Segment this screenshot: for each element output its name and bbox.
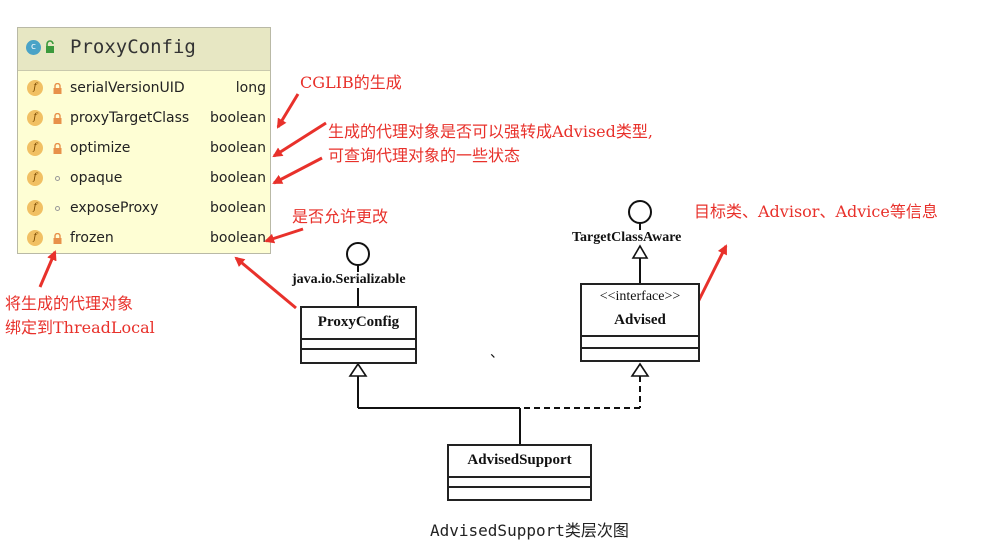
advised-stereotype: <<interface>> (599, 289, 681, 304)
note-threadlocal-line1: 将生成的代理对象 (5, 294, 134, 313)
field-name: serialVersionUID (70, 80, 185, 96)
field-row[interactable]: f frozen boolean (18, 224, 270, 254)
field-name: exposeProxy (70, 200, 159, 216)
private-lock-icon (53, 233, 62, 244)
field-icon: f (27, 200, 43, 216)
field-type: boolean (210, 230, 266, 246)
arrow-proxy-target-class (272, 121, 327, 158)
field-type: long (235, 80, 266, 96)
note-cglib: CGLIB的生成 (300, 73, 402, 92)
target-class-aware-label: TargetClassAware (572, 230, 682, 245)
field-name: frozen (70, 230, 114, 246)
proxyconfig-uml-box: ProxyConfig (300, 306, 417, 364)
private-lock-icon (53, 143, 62, 154)
note-frozen: 是否允许更改 (292, 207, 389, 226)
advisedsupport-uml-name: AdvisedSupport (467, 452, 572, 468)
package-visibility-icon (55, 176, 60, 181)
arrow-opaque (272, 156, 323, 185)
arrow-cglib (276, 93, 300, 129)
advised-uml-box: <<interface>> Advised (580, 283, 700, 362)
unlock-icon (46, 40, 54, 53)
field-icon: f (27, 110, 43, 126)
field-icon: f (27, 140, 43, 156)
field-name: optimize (70, 140, 131, 156)
field-type: boolean (210, 200, 266, 216)
field-row[interactable]: f optimize boolean (18, 134, 270, 164)
panel-header: c ProxyConfig (18, 28, 270, 71)
field-row[interactable]: f opaque boolean (18, 164, 270, 194)
class-icon: c (26, 40, 41, 55)
serializable-label: java.io.Serializable (292, 272, 406, 287)
advised-uml-name: Advised (614, 312, 666, 328)
field-icon: f (27, 230, 43, 246)
field-type: boolean (210, 140, 266, 156)
arrow-to-panel (234, 256, 297, 310)
package-visibility-icon (55, 206, 60, 211)
diagram-caption: AdvisedSupport类层次图 (430, 521, 629, 540)
field-name: proxyTargetClass (70, 110, 190, 126)
proxyconfig-uml-name: ProxyConfig (317, 314, 400, 330)
field-row[interactable]: f exposeProxy boolean (18, 194, 270, 224)
serializable-interface-circle (346, 242, 370, 266)
arrow-frozen (264, 227, 304, 244)
arrow-threadlocal (38, 250, 57, 288)
note-target-info: 目标类、Advisor、Advice等信息 (694, 202, 938, 221)
private-lock-icon (53, 113, 62, 124)
panel-title: ProxyConfig (70, 36, 196, 58)
note-advised-line1: 生成的代理对象是否可以强转成Advised类型, (328, 122, 653, 141)
private-lock-icon (53, 83, 62, 94)
stray-mark: 、 (490, 346, 504, 361)
field-name: opaque (70, 170, 123, 186)
note-advised-line2: 可查询代理对象的一些状态 (328, 146, 521, 165)
field-type: boolean (210, 170, 266, 186)
field-row[interactable]: f serialVersionUID long (18, 74, 270, 104)
field-row[interactable]: f proxyTargetClass boolean (18, 104, 270, 134)
field-type: boolean (210, 110, 266, 126)
target-class-aware-interface-circle (628, 200, 652, 224)
structure-panel: c ProxyConfig f serialVersionUID long f … (17, 27, 271, 254)
field-icon: f (27, 80, 43, 96)
advisedsupport-uml-box: AdvisedSupport (447, 444, 592, 501)
field-icon: f (27, 170, 43, 186)
note-threadlocal-line2: 绑定到ThreadLocal (5, 318, 155, 337)
